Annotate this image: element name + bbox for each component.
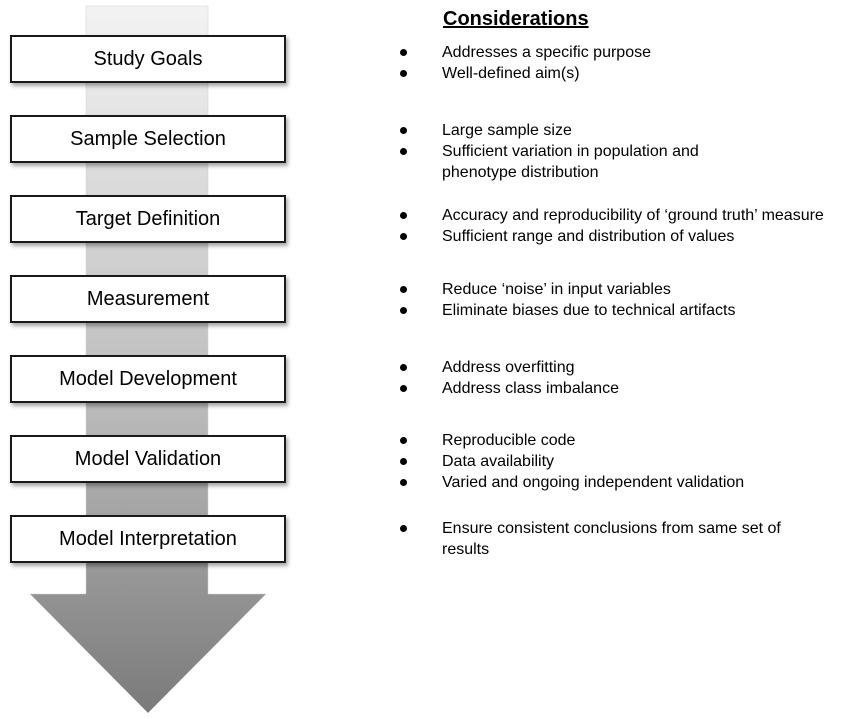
bullet-icon [400, 286, 407, 293]
consideration-item: Reduce ‘noise’ in input variables [396, 279, 735, 300]
consideration-item: Accuracy and reproducibility of ‘ground … [396, 205, 824, 226]
consideration-item: Reproducible code [396, 430, 744, 451]
considerations-model-interpretation: Ensure consistent conclusions from same … [396, 518, 787, 560]
step-model-development: Model Development [10, 355, 286, 403]
consideration-text: Well-defined aim(s) [442, 65, 580, 82]
bullet-icon [400, 49, 407, 56]
considerations-target-definition: Accuracy and reproducibility of ‘ground … [396, 205, 824, 247]
step-model-interpretation: Model Interpretation [10, 515, 286, 563]
consideration-text: Eliminate biases due to technical artifa… [442, 302, 736, 319]
consideration-text: Large sample size [442, 122, 572, 139]
considerations-sample-selection: Large sample size Sufficient variation i… [396, 120, 742, 183]
consideration-item: Address class imbalance [396, 378, 619, 399]
bullet-icon [400, 479, 407, 486]
consideration-text: Reduce ‘noise’ in input variables [442, 281, 671, 298]
consideration-item: Data availability [396, 451, 744, 472]
bullet-icon [400, 307, 407, 314]
considerations-model-development: Address overfitting Address class imbala… [396, 357, 619, 399]
consideration-item: Large sample size [396, 120, 742, 141]
consideration-text: Varied and ongoing independent validatio… [442, 474, 745, 491]
consideration-item: Sufficient range and distribution of val… [396, 226, 824, 247]
consideration-item: Eliminate biases due to technical artifa… [396, 300, 735, 321]
bullet-icon [400, 364, 407, 371]
step-target-definition: Target Definition [10, 195, 286, 243]
consideration-item: Sufficient variation in population and p… [396, 141, 742, 183]
consideration-text: Sufficient variation in population and p… [442, 143, 699, 181]
bullet-icon [400, 148, 407, 155]
step-study-goals: Study Goals [10, 35, 286, 83]
bullet-icon [400, 212, 407, 219]
considerations-heading: Considerations [443, 8, 589, 30]
step-sample-selection: Sample Selection [10, 115, 286, 163]
bullet-icon [400, 437, 407, 444]
consideration-text: Address class imbalance [442, 380, 619, 397]
consideration-item: Well-defined aim(s) [396, 63, 651, 84]
bullet-icon [400, 458, 407, 465]
consideration-item: Varied and ongoing independent validatio… [396, 472, 744, 493]
bullet-icon [400, 70, 407, 77]
consideration-item: Address overfitting [396, 357, 619, 378]
bullet-icon [400, 525, 407, 532]
considerations-study-goals: Addresses a specific purpose Well-define… [396, 42, 651, 84]
step-model-validation: Model Validation [10, 435, 286, 483]
consideration-text: Address overfitting [442, 359, 575, 376]
considerations-model-validation: Reproducible code Data availability Vari… [396, 430, 744, 493]
consideration-item: Ensure consistent conclusions from same … [396, 518, 787, 560]
step-measurement: Measurement [10, 275, 286, 323]
consideration-item: Addresses a specific purpose [396, 42, 651, 63]
considerations-measurement: Reduce ‘noise’ in input variables Elimin… [396, 279, 735, 321]
bullet-icon [400, 233, 407, 240]
bullet-icon [400, 385, 407, 392]
bullet-icon [400, 127, 407, 134]
consideration-text: Accuracy and reproducibility of ‘ground … [442, 207, 824, 224]
consideration-text: Addresses a specific purpose [442, 44, 651, 61]
consideration-text: Reproducible code [442, 432, 576, 449]
consideration-text: Ensure consistent conclusions from same … [442, 520, 781, 558]
consideration-text: Sufficient range and distribution of val… [442, 228, 735, 245]
consideration-text: Data availability [442, 453, 555, 470]
